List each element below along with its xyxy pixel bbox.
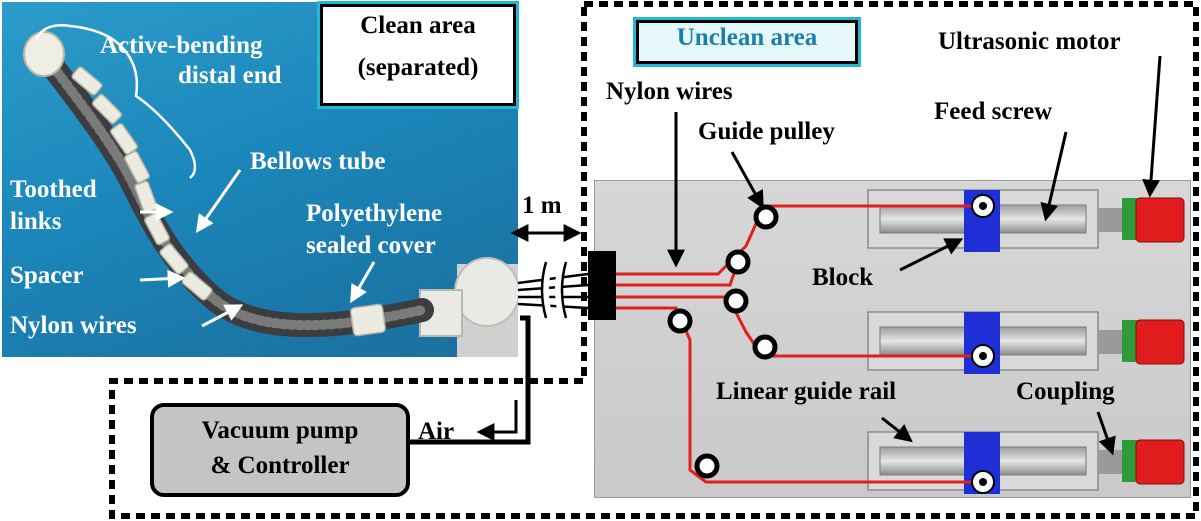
clean-area-box xyxy=(320,4,516,106)
vacuum-pump-label-1: Vacuum pump xyxy=(201,417,359,444)
ultrasonic-motor-1 xyxy=(1135,197,1185,243)
spacer-arrow xyxy=(139,269,186,288)
rail-2 xyxy=(867,311,1185,374)
label-block: Block xyxy=(812,264,874,291)
label-polyethylene-1: Polyethylene xyxy=(306,200,443,227)
label-guide-pulley: Guide pulley xyxy=(698,118,835,145)
polyethylene-arrow xyxy=(350,261,376,304)
tip xyxy=(23,31,65,77)
label-linear-guide-rail: Linear guide rail xyxy=(716,378,897,405)
guide-pulleys xyxy=(667,204,779,479)
cable-break-lines xyxy=(540,261,568,319)
label-coupling: Coupling xyxy=(1016,378,1115,405)
link-rings xyxy=(71,66,387,337)
vacuum-pump-label-2: & Controller xyxy=(210,452,350,479)
cable-connector xyxy=(588,251,616,320)
coupling-gear-3 xyxy=(1122,440,1138,482)
feed-screw-arrow xyxy=(1040,131,1068,222)
label-active-bending-2: distal end xyxy=(178,62,282,89)
unclean-area-border xyxy=(109,1,1199,519)
label-spacer: Spacer xyxy=(10,262,84,289)
block-markers xyxy=(971,194,995,494)
label-bellows-tube: Bellows tube xyxy=(250,148,386,175)
label-polyethylene-2: sealed cover xyxy=(306,232,436,259)
bellows-tube-arrow xyxy=(195,169,242,233)
air-tube xyxy=(404,315,531,445)
ultrasonic-motor-2 xyxy=(1135,319,1185,365)
label-toothed-links-2: links xyxy=(10,208,62,235)
label-nylon-wires-photo: Nylon wires xyxy=(10,312,137,339)
rail-3 xyxy=(867,431,1185,494)
nylon-wires-red xyxy=(616,204,982,484)
coupling-arrow xyxy=(1096,411,1116,456)
coupling-gear-1 xyxy=(1122,198,1138,240)
air-label: Air xyxy=(418,418,455,445)
endoscope-illustration xyxy=(23,31,518,357)
cable xyxy=(517,272,589,310)
label-nylon-wires: Nylon wires xyxy=(606,78,733,105)
rail-1 xyxy=(867,189,1185,252)
nylon-wires-photo-arrow xyxy=(201,304,244,328)
label-ultrasonic-motor: Ultrasonic motor xyxy=(938,28,1121,55)
unclean-area-box xyxy=(636,20,858,64)
active-bending-bracket xyxy=(34,24,197,179)
label-feed-screw: Feed screw xyxy=(934,98,1053,125)
ultrasonic-motor-3 xyxy=(1135,439,1185,485)
guide-pulley-arrow xyxy=(730,151,764,210)
coupling-gear-2 xyxy=(1122,320,1138,362)
clean-area-label-1: Clean area xyxy=(360,12,476,39)
label-toothed-links-1: Toothed xyxy=(10,176,97,203)
ultrasonic-motor-arrow xyxy=(1142,55,1162,198)
cable-break xyxy=(543,261,565,319)
clean-area-label-2: (separated) xyxy=(357,54,479,81)
air-arrow xyxy=(476,400,518,441)
vacuum-pump-box xyxy=(150,403,410,497)
unclean-area-label: Unclean area xyxy=(676,24,818,51)
block-arrow xyxy=(899,238,964,272)
linear-guide-rail-arrow xyxy=(881,416,913,443)
cable-length-label: 1 m xyxy=(522,192,562,219)
